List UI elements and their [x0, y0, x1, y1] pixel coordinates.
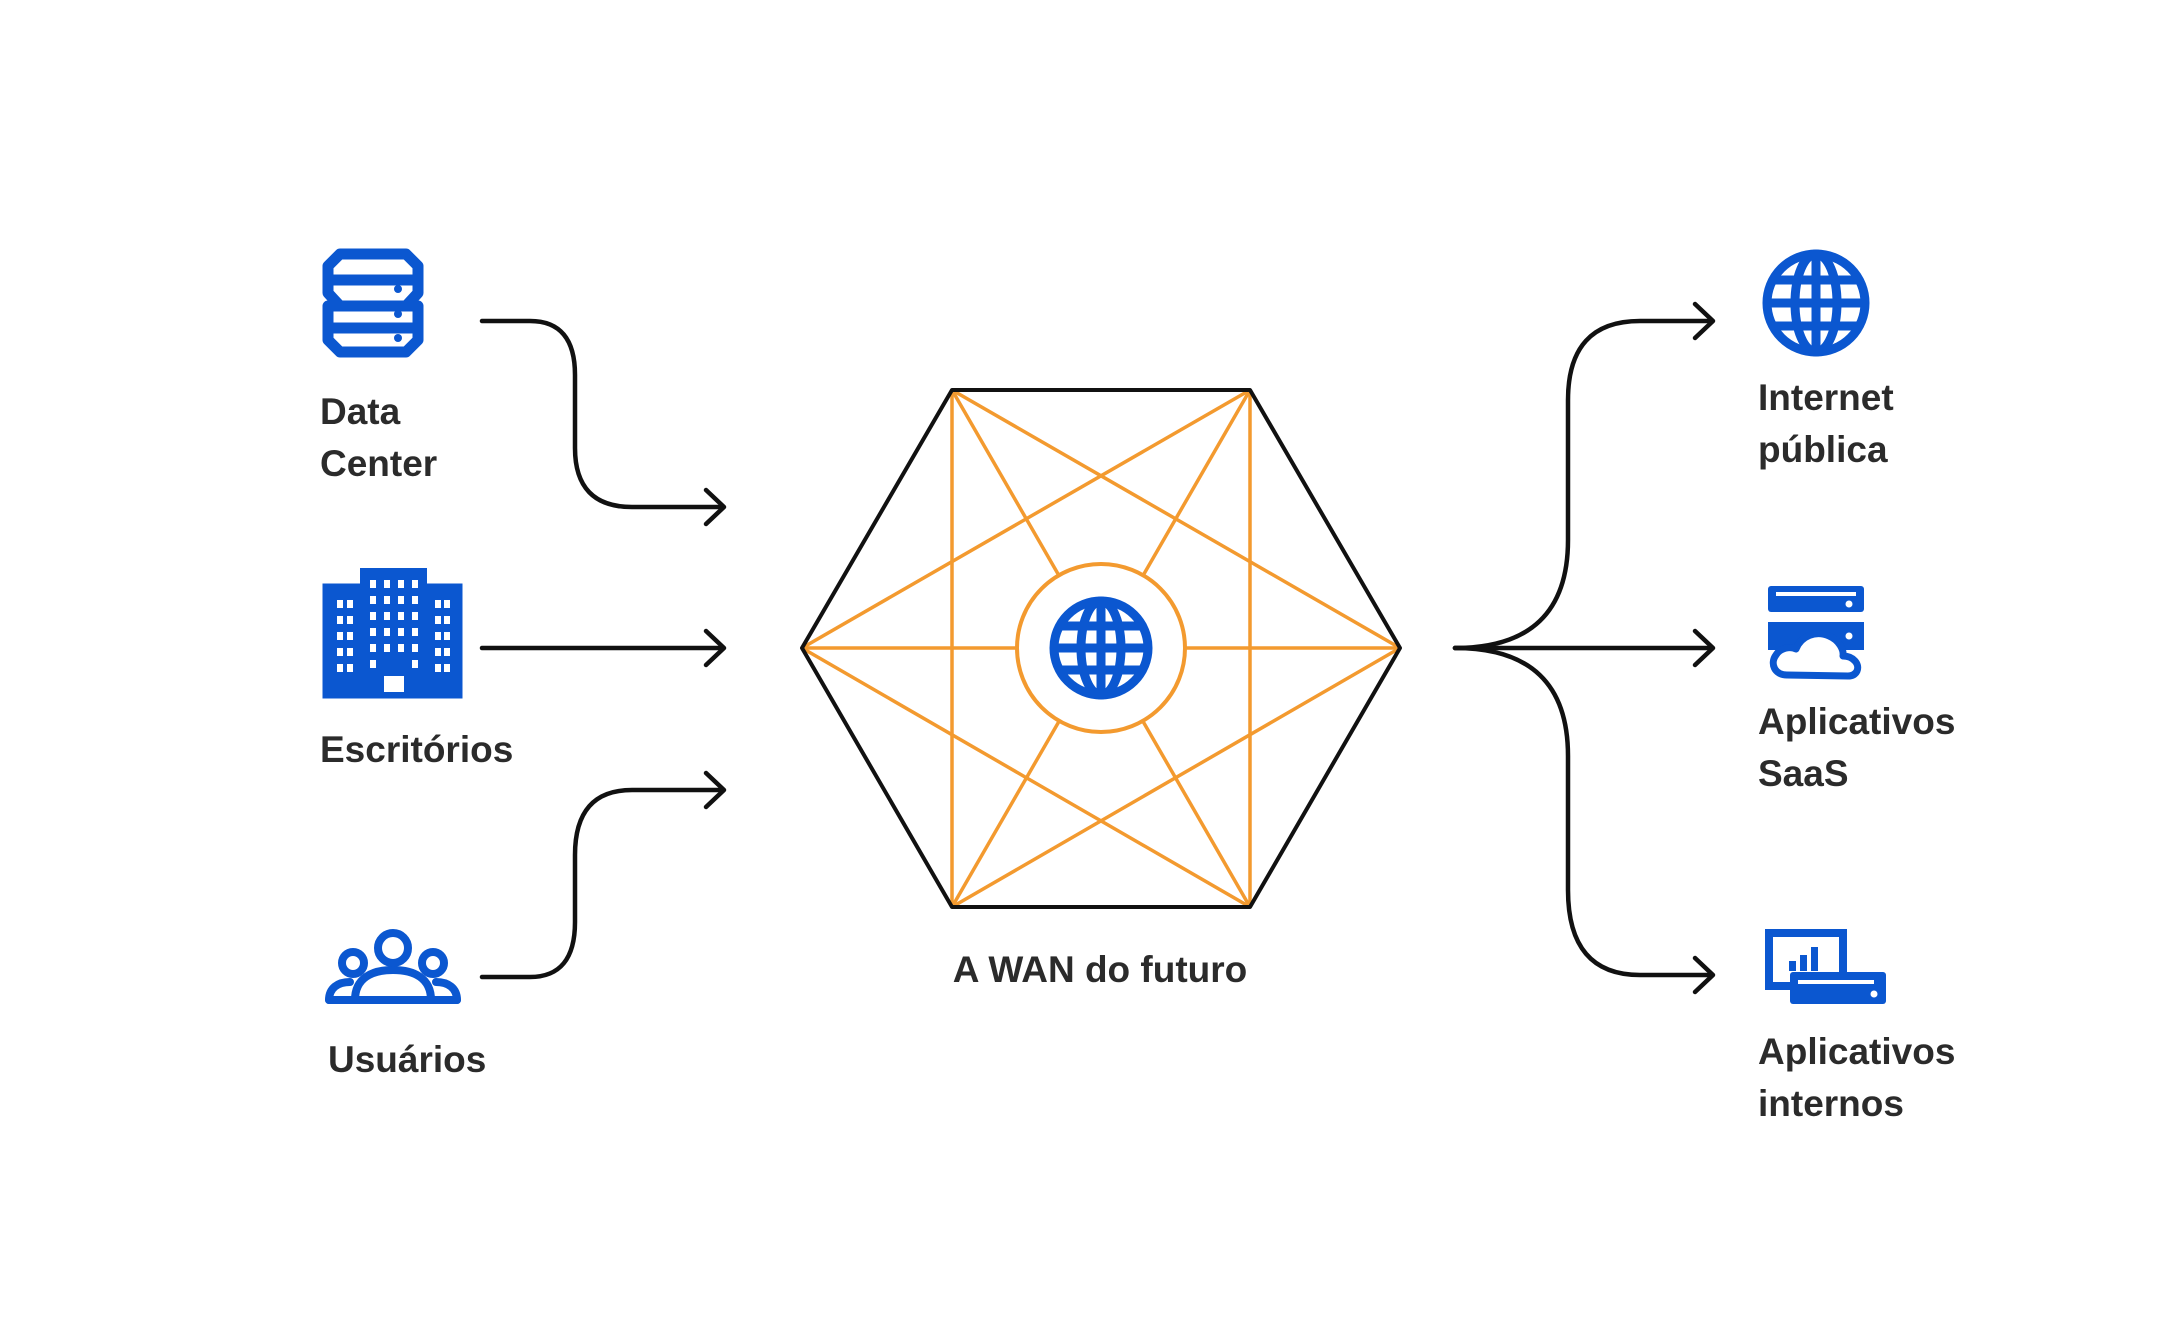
- hub-label: A WAN do futuro: [952, 949, 1248, 990]
- cloud-server-icon: [1768, 586, 1864, 680]
- label-data-center-line2: Center: [320, 443, 438, 484]
- label-escritorios: Escritórios: [320, 724, 513, 776]
- label-internet-publica: Internet pública: [1758, 372, 1894, 476]
- right-connectors: [1452, 301, 1716, 995]
- connector-aplicativos-internos: [1452, 645, 1715, 978]
- arrowhead-usuarios: [703, 770, 727, 810]
- server-stack-icon: [322, 248, 424, 358]
- label-internet-publica-line1: Internet: [1758, 377, 1894, 418]
- arrowhead-data-center: [703, 487, 727, 527]
- users-group-icon: [325, 929, 461, 1004]
- label-internet-publica-line2: pública: [1758, 429, 1888, 470]
- office-building-icon: [322, 568, 463, 699]
- arrowhead-aplicativos-internos: [1692, 955, 1716, 995]
- label-data-center-line1: Data: [320, 391, 401, 432]
- label-aplicativos-saas: Aplicativos SaaS: [1758, 696, 1955, 800]
- label-usuarios: Usuários: [328, 1034, 486, 1086]
- connector-data-center: [479, 318, 726, 510]
- globe-icon: [1049, 596, 1153, 700]
- hexagon-outline: [800, 388, 1402, 909]
- connector-internet-publica: [1452, 318, 1715, 651]
- dashboard-server-icon: [1765, 929, 1886, 1004]
- label-usuarios-line1: Usuários: [328, 1039, 487, 1080]
- left-connectors: [479, 318, 727, 980]
- label-aplicativos-internos-line1: Aplicativos: [1758, 1031, 1956, 1072]
- globe-icon: [1762, 249, 1870, 357]
- label-data-center: Data Center: [320, 386, 437, 490]
- label-aplicativos-saas-line2: SaaS: [1758, 753, 1849, 794]
- label-aplicativos-saas-line1: Aplicativos: [1758, 701, 1956, 742]
- label-aplicativos-internos-line2: internos: [1758, 1083, 1904, 1124]
- label-aplicativos-internos: Aplicativos internos: [1758, 1026, 1955, 1130]
- label-escritorios-line1: Escritórios: [320, 729, 514, 770]
- arrowhead-aplicativos-saas: [1692, 628, 1716, 668]
- connector-usuarios: [479, 787, 726, 980]
- arrowhead-internet-publica: [1692, 301, 1716, 341]
- wan-hub: [800, 388, 1402, 909]
- arrowhead-escritorios: [703, 628, 727, 668]
